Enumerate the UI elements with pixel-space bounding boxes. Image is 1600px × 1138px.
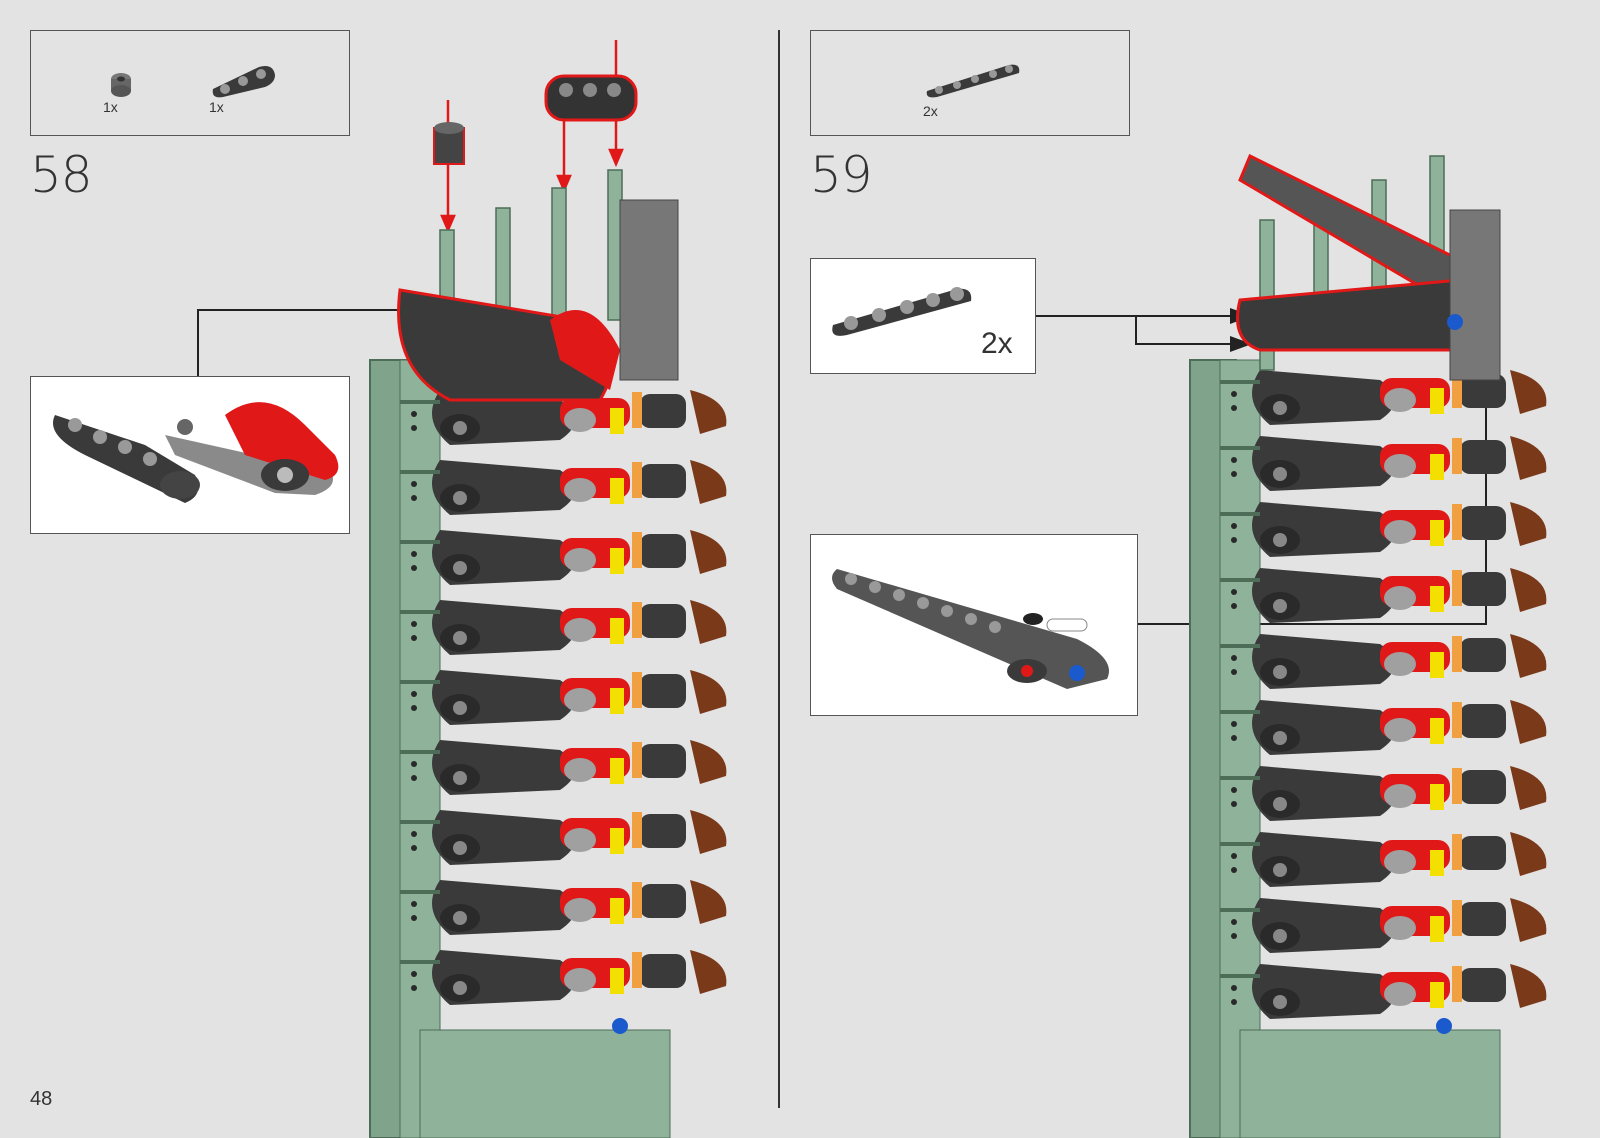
- page-number: 48: [30, 1088, 52, 1111]
- step-59-model: [1180, 150, 1590, 1138]
